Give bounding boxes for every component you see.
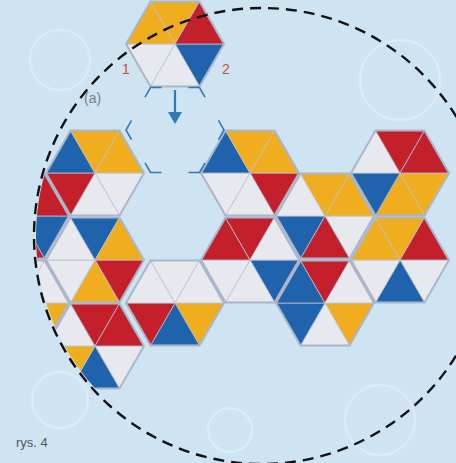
background-ornament xyxy=(30,30,440,455)
tile-triangle xyxy=(400,218,449,260)
tile-triangle xyxy=(201,260,250,302)
ornament-swirl xyxy=(32,372,88,428)
step-marker: (a) xyxy=(84,91,101,106)
slot-corner xyxy=(126,120,132,139)
tile-border xyxy=(351,131,449,216)
tile-triangle xyxy=(95,131,144,173)
tile-border xyxy=(46,304,144,389)
tile-border xyxy=(351,218,449,303)
tile-triangle xyxy=(20,261,69,303)
side-number: 1 xyxy=(122,62,130,77)
slot-corner xyxy=(145,163,162,173)
tile-triangle xyxy=(46,346,95,388)
tile-triangle xyxy=(0,216,20,258)
target-slot xyxy=(126,88,224,173)
zoom-circle xyxy=(34,8,456,463)
hex-tile xyxy=(46,304,144,389)
tile-triangle xyxy=(351,260,400,302)
tile-triangle xyxy=(0,261,20,303)
tile-triangle xyxy=(0,303,45,345)
tile-triangle xyxy=(0,174,20,216)
hex-tile xyxy=(351,218,449,303)
tile-triangle xyxy=(126,44,175,86)
slot-corner xyxy=(219,120,225,139)
tile-triangle xyxy=(201,173,250,215)
slot-corner xyxy=(189,88,206,98)
tile-triangle xyxy=(276,216,325,258)
arrow-head xyxy=(168,112,182,124)
ornament-swirl xyxy=(30,30,90,90)
side-number: 2 xyxy=(222,62,230,77)
slot-corner xyxy=(189,163,206,173)
ornament-swirl xyxy=(208,408,252,452)
tile-triangle xyxy=(0,216,45,258)
tile-triangle xyxy=(126,303,175,345)
tile-triangle xyxy=(351,173,400,215)
tile-triangle xyxy=(250,131,299,173)
tile-triangle xyxy=(0,303,20,345)
hex-tile xyxy=(351,131,449,216)
placement-arrow xyxy=(174,90,176,114)
slot-corner xyxy=(145,88,162,98)
tile-triangle xyxy=(400,131,449,173)
tile-triangle xyxy=(20,174,69,216)
tile-board xyxy=(0,131,449,389)
tile-triangle xyxy=(276,303,325,345)
figure-caption: rys. 4 xyxy=(16,436,48,450)
tile-triangle xyxy=(95,218,144,260)
